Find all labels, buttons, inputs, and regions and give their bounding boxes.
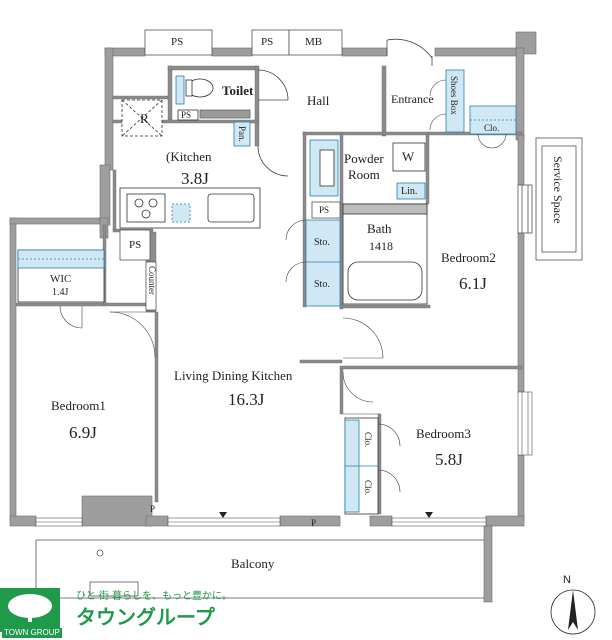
tree-logo-icon [0, 588, 60, 632]
ps-mid-label: PS [129, 239, 142, 251]
entrance-storage [445, 69, 517, 135]
kitchen-size: 3.8J [181, 169, 209, 188]
pantry-label: Pan. [237, 126, 247, 142]
entrance-label: Entrance [391, 92, 434, 106]
logo-brand-en: TOWN GROUP [2, 628, 62, 638]
north-label: N [563, 574, 571, 586]
storage-1-label: Sto. [314, 237, 330, 248]
storage-2-label: Sto. [314, 279, 330, 290]
walk-in-closet [17, 249, 105, 303]
toilet-label: Toilet [222, 83, 254, 98]
interior-walls [15, 65, 523, 515]
hall-label: Hall [307, 93, 330, 108]
ps-top-1-label: PS [171, 36, 184, 48]
bedroom1-label: Bedroom1 [51, 398, 106, 413]
counter-label: Counter [147, 266, 157, 295]
north-compass [550, 589, 596, 635]
bedroom3-label: Bedroom3 [416, 426, 471, 441]
shoes-box-label: Shoes Box [449, 76, 459, 115]
powder-room-label-1: Powder [344, 151, 384, 166]
bath-size-label: 1418 [369, 239, 393, 253]
clo-b3-2-label: Clo. [363, 480, 373, 496]
clo-b3-1-label: Clo. [363, 432, 373, 448]
p-bottom-label: P [311, 518, 317, 528]
logo-brand-jp: タウングループ [76, 605, 215, 629]
toilet-fixture [175, 75, 251, 121]
storage-units [305, 219, 341, 307]
refrigerator [121, 99, 163, 137]
balcony-label: Balcony [231, 556, 275, 571]
right-windows [517, 391, 533, 456]
entrance-door [386, 38, 433, 66]
ps-kitchen-label: PS [181, 110, 192, 120]
wic-label: WIC [50, 273, 72, 285]
logo-tagline: ひと 街 暮らしを、もっと豊かに。 [76, 591, 233, 602]
service-space [517, 137, 583, 261]
washer-label: W [402, 149, 415, 164]
service-space-label: Service Space [551, 156, 565, 224]
bathtub [342, 203, 428, 305]
powder-room-label-2: Room [348, 167, 380, 182]
ldk-size: 16.3J [228, 390, 265, 409]
p-left-label: P [150, 504, 156, 514]
ldk-label: Living Dining Kitchen [174, 368, 293, 383]
refrigerator-label: R [140, 111, 149, 126]
ps-top-2-label: PS [261, 36, 274, 48]
bedroom3-closet [344, 417, 379, 515]
bedroom3-size: 5.8J [435, 450, 463, 469]
balcony-windows [35, 517, 487, 527]
kitchen-counter [119, 187, 261, 229]
window-markers [219, 512, 433, 518]
wic-size-label: 1.4J [52, 287, 69, 298]
ps-bath-label: PS [319, 205, 330, 215]
bedroom2-label: Bedroom2 [441, 250, 496, 265]
kitchen-label: (Kitchen [166, 149, 212, 164]
balcony [35, 539, 484, 599]
shaft-boxes [119, 29, 343, 261]
mb-top-label: MB [305, 36, 323, 48]
bedroom2-size: 6.1J [459, 274, 487, 293]
bedroom1-size: 6.9J [69, 423, 97, 442]
powder-room-fixtures [309, 139, 426, 200]
clo-entrance-label: Clo. [484, 123, 500, 133]
bath-label: Bath [367, 221, 392, 236]
linen-label: Lin. [401, 186, 418, 197]
